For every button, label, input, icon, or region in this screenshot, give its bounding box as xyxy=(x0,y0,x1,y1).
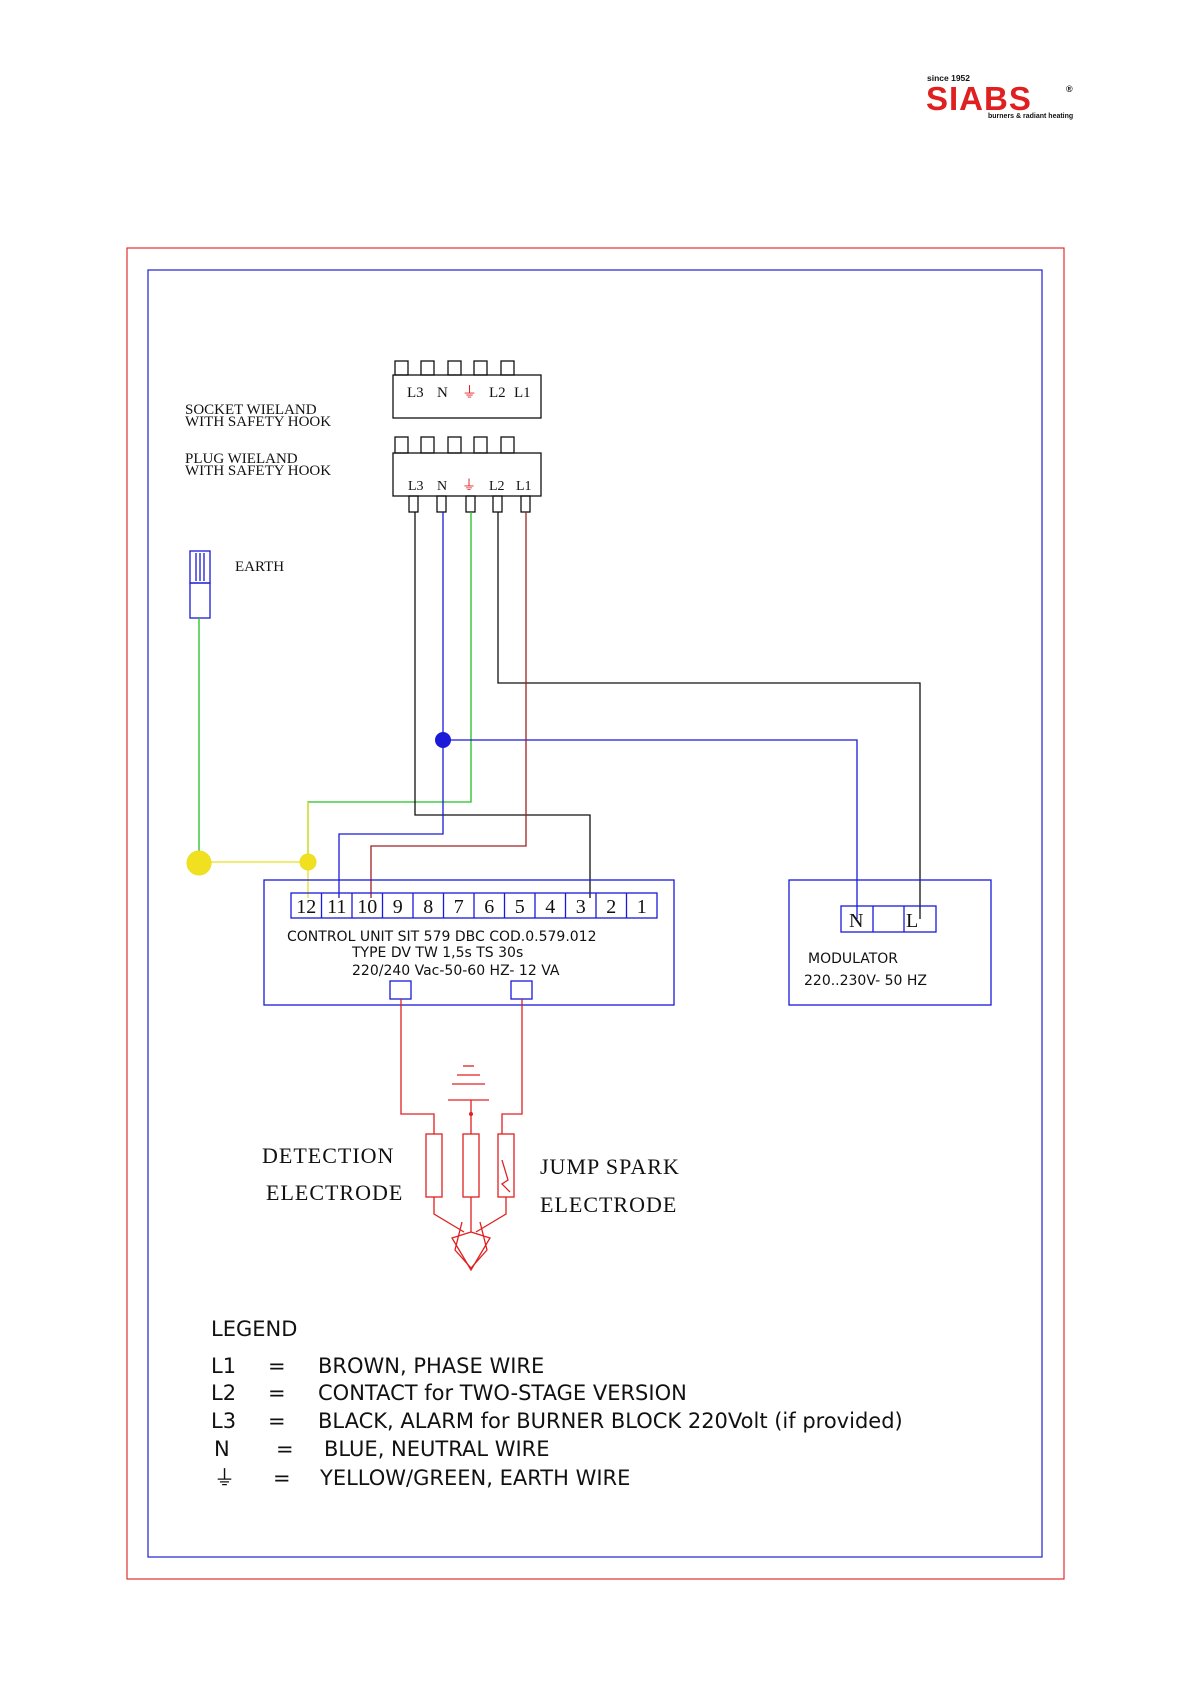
l3-wire xyxy=(414,512,591,898)
jump-spark-label-1: JUMP SPARK xyxy=(540,1154,680,1179)
logo-tagline: burners & radiant heating xyxy=(988,113,1073,120)
modulator-terminal-n: N xyxy=(849,910,863,932)
earth-junction-large xyxy=(186,850,212,876)
terminal-label: 10 xyxy=(357,896,377,918)
l1-wire xyxy=(370,512,527,898)
socket-wieland xyxy=(392,360,542,419)
plug-pin-l3: L3 xyxy=(408,479,424,494)
socket-label-1: SOCKET WIELAND xyxy=(185,402,317,418)
control-unit-line2: TYPE DV TW 1,5s TS 30s xyxy=(351,945,523,961)
logo-registered: ® xyxy=(1066,84,1073,94)
detection-terminal xyxy=(389,980,412,1000)
terminal-label: 11 xyxy=(327,896,346,918)
legend-desc-earth: YELLOW/GREEN, EARTH WIRE xyxy=(319,1466,630,1490)
plug-pin-l2: L2 xyxy=(489,479,505,494)
legend-eq-l3: = xyxy=(268,1409,286,1433)
modulator-terminal-l: L xyxy=(906,910,918,932)
neutral-wire-modulator xyxy=(443,739,858,919)
legend-desc-l3: BLACK, ALARM for BURNER BLOCK 220Volt (i… xyxy=(318,1409,903,1433)
plug-label-1: PLUG WIELAND xyxy=(185,451,298,467)
modulator-box xyxy=(788,879,992,1006)
ignition-terminal xyxy=(510,980,533,1000)
detection-label-1: DETECTION xyxy=(262,1143,394,1168)
detection-label-2: ELECTRODE xyxy=(266,1180,403,1205)
legend-eq-n: = xyxy=(276,1437,294,1461)
jump-spark-label-2: ELECTRODE xyxy=(540,1192,677,1217)
siabs-logo: since 1952 SIABS ® burners & radiant hea… xyxy=(926,73,1073,120)
socket-pin-earth-icon: ⏚ xyxy=(462,384,477,401)
earth-clamp-icon xyxy=(189,550,211,619)
legend-key-earth-icon: ⏚ xyxy=(214,1466,235,1490)
control-unit-line3: 220/240 Vac-50-60 HZ- 12 VA xyxy=(352,963,560,979)
terminal-label: 2 xyxy=(606,896,616,918)
plug-pin-earth-icon: ⏚ xyxy=(462,478,476,494)
electrode-assembly xyxy=(400,999,523,1272)
plug-label-2: WITH SAFETY HOOK xyxy=(185,463,331,479)
control-unit-line1: CONTROL UNIT SIT 579 DBC COD.0.579.012 xyxy=(287,929,597,945)
socket-pin-l2: L2 xyxy=(489,385,506,401)
legend-key-l3: L3 xyxy=(211,1409,236,1433)
legend-eq-l1: = xyxy=(268,1354,286,1378)
earth-wire-plug xyxy=(307,512,472,862)
terminal-label: 4 xyxy=(545,896,555,918)
socket-pin-l1: L1 xyxy=(514,385,531,401)
plug-pin-n: N xyxy=(437,479,447,494)
legend-title: LEGEND xyxy=(211,1317,297,1341)
earth-label: EARTH xyxy=(235,559,284,575)
earth-junction-small xyxy=(299,853,317,871)
modulator-label: MODULATOR xyxy=(808,951,898,967)
terminal-label: 1 xyxy=(637,896,647,918)
neutral-junction xyxy=(435,732,451,748)
legend-desc-l2: CONTACT for TWO-STAGE VERSION xyxy=(318,1381,687,1405)
terminal-label: 8 xyxy=(423,896,433,918)
socket-label-2: WITH SAFETY HOOK xyxy=(185,414,331,430)
plug-pin-l1: L1 xyxy=(516,479,532,494)
modulator-terminal-block xyxy=(840,905,937,933)
legend-key-l2: L2 xyxy=(211,1381,236,1405)
logo-since: since 1952 xyxy=(927,73,970,83)
legend-desc-l1: BROWN, PHASE WIRE xyxy=(318,1354,544,1378)
neutral-wire xyxy=(338,512,444,898)
terminal-label: 12 xyxy=(296,896,316,918)
terminal-label: 3 xyxy=(576,896,586,918)
legend-eq-earth: = xyxy=(273,1466,291,1490)
inner-frame xyxy=(147,269,1043,1558)
logo-brand: SIABS xyxy=(926,80,1032,117)
modulator-rating: 220..230V- 50 HZ xyxy=(804,973,927,989)
control-unit-box xyxy=(263,879,675,1006)
socket-pin-n: N xyxy=(437,385,448,401)
terminal-label: 7 xyxy=(454,896,464,918)
plug-wieland xyxy=(392,436,542,513)
terminal-label: 6 xyxy=(484,896,494,918)
terminal-label: 5 xyxy=(515,896,525,918)
outer-frame xyxy=(126,247,1065,1580)
l2-wire xyxy=(497,512,921,919)
legend-eq-l2: = xyxy=(268,1381,286,1405)
terminal-label: 9 xyxy=(393,896,403,918)
legend-desc-n: BLUE, NEUTRAL WIRE xyxy=(324,1437,550,1461)
legend-key-n: N xyxy=(214,1437,230,1461)
socket-pin-l3: L3 xyxy=(407,385,424,401)
legend-key-l1: L1 xyxy=(211,1354,236,1378)
